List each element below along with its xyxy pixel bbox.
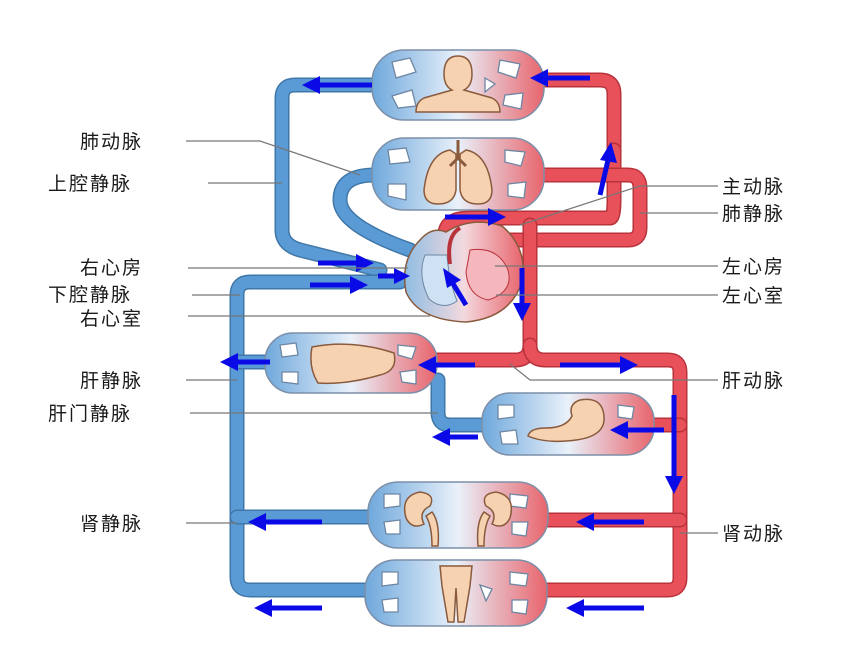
flow-arrow-hepatic-portal-vein [432, 428, 478, 446]
capillary-bed-lungs [371, 137, 545, 211]
label-inferior-vena-cava: 下腔静脉 [48, 284, 132, 306]
flow-arrow-stomach-in [610, 421, 664, 439]
flow-arrow-aorta-down [513, 268, 531, 321]
label-hepatic-portal-vein: 肝门静脉 [48, 403, 132, 425]
flow-arrow-hepatic-vein [220, 353, 270, 371]
label-pulmonary-artery: 肺动脉 [80, 131, 143, 153]
flow-arrow-hepatic-artery [560, 356, 638, 374]
label-renal-artery: 肾动脉 [722, 523, 785, 545]
flow-arrow-upper-body-vein [302, 76, 372, 94]
flow-arrow-left-atrium-in [443, 268, 469, 307]
label-hepatic-vein: 肝静脉 [80, 370, 143, 392]
flow-arrow-upper-body-artery [530, 69, 590, 87]
flow-arrow-inferior-vena-cava [310, 276, 368, 294]
leader-lines [186, 140, 718, 534]
flow-arrow-lower-body-artery [566, 599, 644, 617]
label-superior-vena-cava: 上腔静脉 [48, 173, 132, 195]
flow-arrow-lower-body-vein [254, 599, 322, 617]
capillary-bed-kidneys [367, 481, 549, 549]
label-aorta: 主动脉 [722, 176, 785, 198]
capillary-bed-upper-body [371, 49, 545, 121]
flow-arrow-right-atrium [378, 268, 410, 284]
label-right-atrium: 右心房 [80, 257, 143, 279]
label-hepatic-artery: 肝动脉 [722, 370, 785, 392]
label-renal-vein: 肾静脉 [80, 513, 143, 535]
heart [403, 221, 524, 323]
flow-arrow-renal-artery [576, 513, 644, 531]
labels: 肺动脉 上腔静脉 右心房 下腔静脉 右心室 肝静脉 肝门静脉 肾静脉 主动脉 肺… [48, 131, 785, 545]
label-left-ventricle: 左心室 [722, 285, 785, 307]
capillary-bed-liver [264, 332, 438, 394]
flow-arrows [220, 69, 683, 617]
flow-arrow-aorta-up [597, 142, 617, 196]
flow-arrow-liver-in [418, 356, 475, 374]
flow-arrow-descending-artery [665, 395, 683, 494]
label-pulmonary-vein: 肺静脉 [722, 203, 785, 225]
venous-vessels [229, 77, 498, 598]
flow-arrow-left-ventricle-out [445, 208, 506, 226]
label-left-atrium: 左心房 [722, 256, 785, 278]
flow-arrow-renal-vein [248, 513, 322, 531]
capillary-bed-stomach [481, 392, 655, 456]
capillary-bed-lower-body [364, 559, 548, 627]
label-right-ventricle: 右心室 [80, 308, 143, 330]
